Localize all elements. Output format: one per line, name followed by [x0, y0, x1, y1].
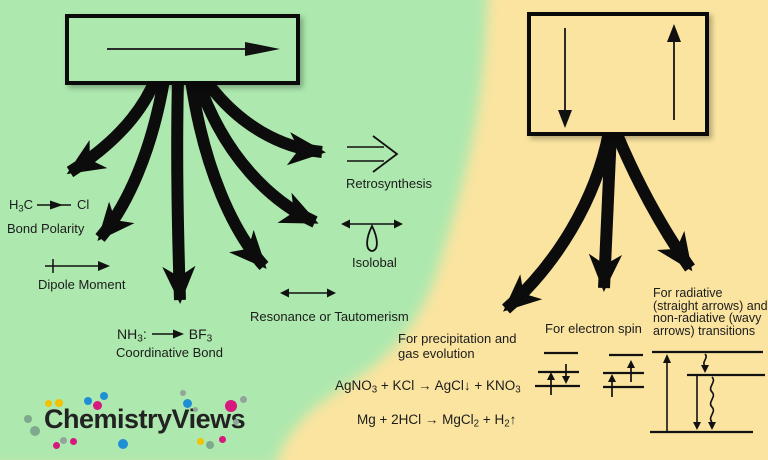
up-arrow-icon — [667, 24, 681, 120]
up-down-arrow-box — [527, 12, 709, 136]
arrow-to-dipole-moment — [95, 78, 170, 242]
logo-dot — [193, 407, 198, 412]
logo-dot — [45, 400, 52, 407]
logo-wordmark: ChemistryViews — [44, 404, 246, 434]
logo-dot — [60, 437, 67, 444]
arrow-to-transitions — [610, 129, 695, 272]
radiative-label-line4: arrows) transitions — [653, 323, 756, 338]
forward-arrow-box — [65, 14, 300, 85]
arrow-to-precipitation — [502, 130, 615, 314]
arrow-to-retrosynthesis — [199, 74, 326, 166]
logo-dot — [100, 392, 108, 400]
bond-polarity-label: Bond Polarity — [7, 221, 85, 236]
reaction-arrow-icon — [107, 42, 280, 56]
radiative-label-line1: For radiative — [653, 286, 723, 300]
logo-dot — [225, 400, 237, 412]
bond-polarity-formula: H3C Cl — [9, 197, 90, 214]
bond-polarity-arrow-icon — [36, 200, 71, 209]
logo-dot — [219, 436, 226, 443]
logo-dot — [197, 438, 204, 445]
resonance-arrow-icon — [280, 288, 336, 298]
arrow-to-coordinative-bond — [162, 79, 196, 304]
resonance-label: Resonance or Tautomerism — [250, 309, 409, 324]
retrosynthesis-arrow-icon — [347, 135, 399, 173]
arrow-to-resonance — [185, 79, 269, 271]
dipole-arrow-icon — [45, 259, 110, 273]
isolobal-label: Isolobal — [352, 255, 397, 270]
arrow-to-bond-polarity — [66, 75, 162, 178]
arrow-to-isolobal — [191, 76, 319, 228]
equation-mg: Mg + 2HCl → MgCl2 + H2↑ — [357, 412, 517, 430]
logo-dot — [180, 390, 186, 396]
formula-h3c: H3C — [9, 197, 33, 214]
formula-cl: Cl — [76, 197, 90, 212]
coordinative-bond-label: Coordinative Bond — [116, 345, 223, 360]
retrosynthesis-label: Retrosynthesis — [346, 176, 432, 191]
dipole-moment-label: Dipole Moment — [38, 277, 126, 292]
equation-agno3: AgNO3 + KCl → AgCl↓ + KNO3 — [335, 378, 521, 396]
logo-dot — [70, 438, 77, 445]
coordination-arrow-icon — [151, 329, 184, 339]
logo-dot — [55, 399, 63, 407]
logo-dot — [24, 415, 32, 423]
arrow-to-electron-spin — [588, 131, 623, 292]
logo-dot — [118, 439, 128, 449]
logo-dot — [53, 442, 60, 449]
formula-bf3: BF3 — [188, 326, 213, 345]
radiative-label: For radiative (straight arrows) and non-… — [653, 287, 768, 337]
logo-dot — [84, 397, 92, 405]
precipitation-heading-line1: For precipitation and — [398, 331, 517, 346]
electron-spin-label: For electron spin — [545, 321, 642, 336]
radiative-label-line2: (straight arrows) and — [653, 298, 768, 313]
radiative-label-line3: non-radiative (wavy — [653, 311, 762, 325]
logo-dot — [30, 426, 40, 436]
isolobal-symbol-icon — [341, 219, 403, 252]
precipitation-heading-line2: gas evolution — [398, 346, 475, 361]
down-arrow-icon — [558, 28, 572, 128]
energy-transitions-diagram — [650, 350, 765, 434]
logo-dot — [233, 419, 239, 425]
logo-dot — [206, 441, 214, 449]
formula-nh3: NH3: — [117, 326, 147, 345]
logo-dot — [240, 396, 247, 403]
electron-spin-diagram — [535, 351, 644, 397]
logo-dot — [183, 399, 192, 408]
logo-dot — [93, 401, 102, 410]
coordinative-bond-formula: NH3: BF3 — [117, 326, 213, 345]
